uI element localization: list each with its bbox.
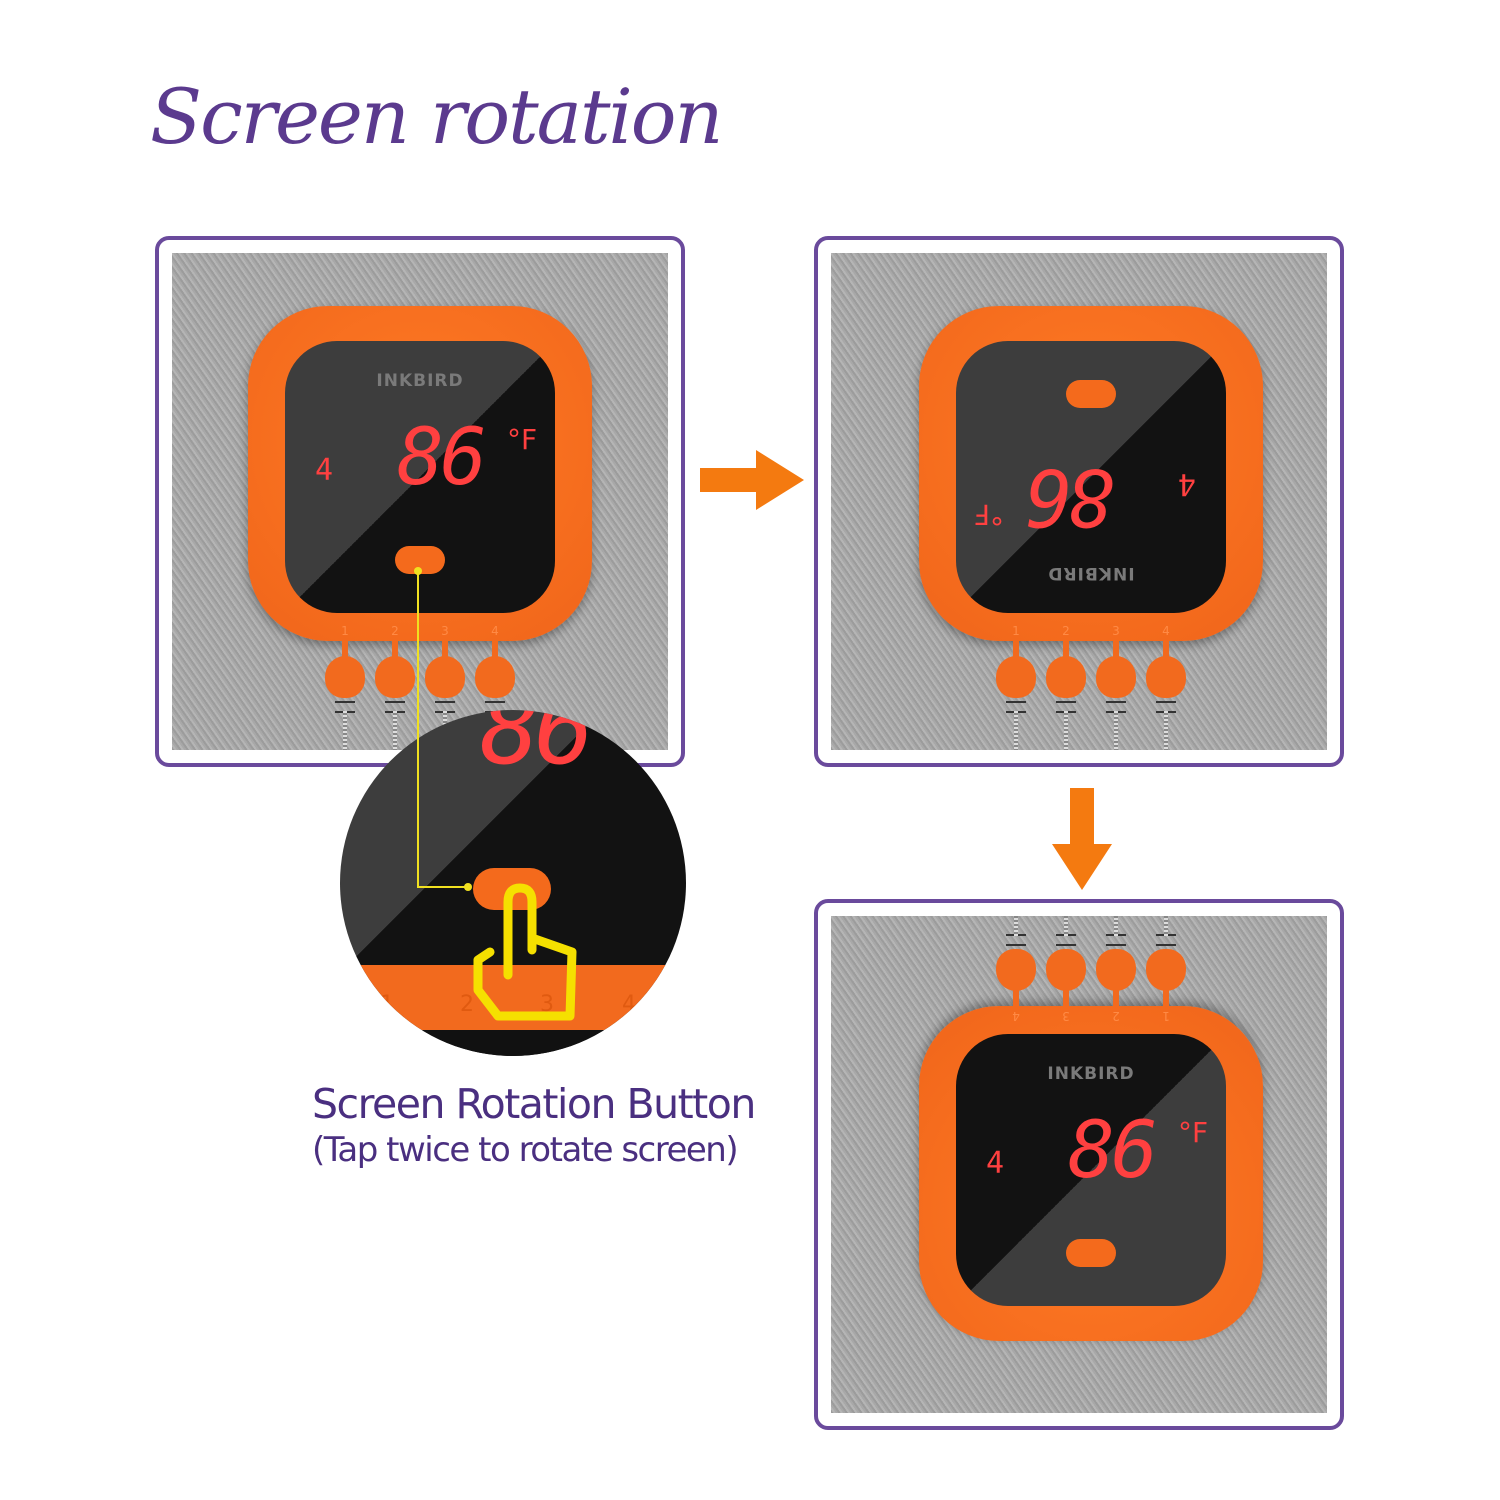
port-label: 2 xyxy=(391,624,399,638)
port-label: 3 xyxy=(540,992,554,1017)
callout-line xyxy=(417,570,419,888)
temperature-readout: 86 xyxy=(397,413,487,503)
probe-connector xyxy=(1096,641,1136,750)
probe-connector xyxy=(996,641,1036,750)
port-label: 1 xyxy=(341,624,349,638)
port-label: 1 xyxy=(1012,624,1020,638)
thermometer-device: INKBIRD 4 86 °F 1 2 3 4 xyxy=(919,916,1263,1341)
callout-label: Screen Rotation Button xyxy=(312,1080,756,1128)
probe-connector xyxy=(996,916,1036,1006)
unit-label: °F xyxy=(1178,1116,1209,1149)
page-title: Screen rotation xyxy=(150,72,724,161)
port-label: 2 xyxy=(460,992,474,1017)
channel-readout: 4 xyxy=(1177,466,1196,501)
rotation-button[interactable] xyxy=(1066,1239,1116,1267)
unit-label: °F xyxy=(507,423,538,456)
callout-dot xyxy=(464,883,472,891)
thermometer-device: INKBIRD 4 86 °F 1 2 3 4 xyxy=(248,306,592,750)
rotation-button[interactable] xyxy=(1066,380,1116,408)
port-label: 3 xyxy=(1112,624,1120,638)
port-label: 2 xyxy=(1062,624,1070,638)
arrow-right-icon xyxy=(700,450,804,510)
port-label: 4 xyxy=(491,624,499,638)
temperature-readout: 86 xyxy=(1068,1106,1154,1196)
brand-logo: INKBIRD xyxy=(1047,1064,1135,1084)
panel-original: INKBIRD 4 86 °F 1 2 3 4 xyxy=(155,236,685,767)
device-screen: INKBIRD 4 86 °F xyxy=(956,1034,1226,1306)
probe-connector xyxy=(325,641,365,750)
probe-connector xyxy=(1096,916,1136,1006)
magnified-button-view: 86 1 2 3 4 xyxy=(340,710,686,1056)
arrow-down-icon xyxy=(1052,788,1112,890)
port-label: 4 xyxy=(1012,1009,1020,1023)
port-label: 3 xyxy=(441,624,449,638)
port-label: 1 xyxy=(1162,1009,1170,1023)
temperature-readout: 86 xyxy=(480,710,594,787)
probe-connector xyxy=(1046,641,1086,750)
device-screen: INKBIRD 4 86 °F xyxy=(285,341,555,613)
port-label: 4 xyxy=(622,992,636,1017)
callout-sublabel: (Tap twice to rotate screen) xyxy=(312,1130,739,1170)
brand-logo: INKBIRD xyxy=(376,371,464,391)
probe-connector xyxy=(1146,916,1186,1006)
probe-connector xyxy=(375,641,415,750)
panel-screen-rotated: INKBIRD 4 86 °F 1 2 3 4 xyxy=(814,236,1344,767)
callout-dot xyxy=(414,567,422,575)
probe-connector xyxy=(425,641,465,750)
brand-logo: INKBIRD xyxy=(1047,563,1135,583)
device-screen: INKBIRD 4 86 °F xyxy=(956,341,1226,613)
probe-connector xyxy=(1146,641,1186,750)
probe-connector xyxy=(1046,916,1086,1006)
port-label: 1 xyxy=(380,992,394,1017)
tap-hand-icon xyxy=(473,883,577,1021)
panel-device-inverted: INKBIRD 4 86 °F 1 2 3 4 xyxy=(814,899,1344,1430)
callout-line xyxy=(417,886,467,888)
unit-label: °F xyxy=(973,498,1004,531)
thermometer-device: INKBIRD 4 86 °F 1 2 3 4 xyxy=(919,306,1263,750)
port-label: 2 xyxy=(1112,1009,1120,1023)
channel-readout: 4 xyxy=(315,453,334,488)
port-label: 4 xyxy=(1162,624,1170,638)
channel-readout: 4 xyxy=(986,1146,1005,1181)
port-label: 3 xyxy=(1062,1009,1070,1023)
temperature-readout: 86 xyxy=(1028,451,1114,541)
